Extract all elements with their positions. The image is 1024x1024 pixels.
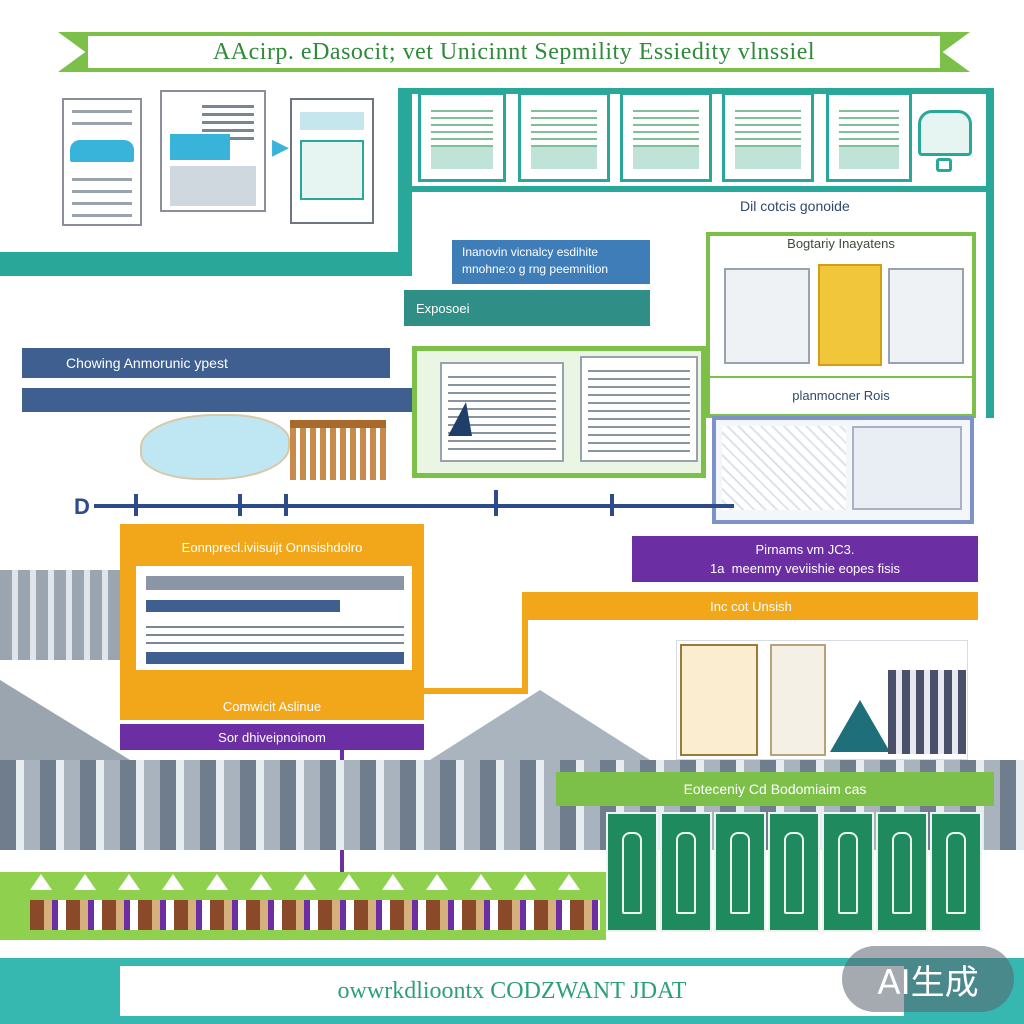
orange-panel-title: Eonnprecl.iviisuijt Onnsishdolro <box>181 540 363 555</box>
teal-frame-right <box>986 88 994 418</box>
roof-left <box>0 680 130 760</box>
footer-title: owwrkdlioontx CODZWANT JDAT <box>337 978 687 1004</box>
content-bar-1 <box>146 576 404 590</box>
blue-caption-box: Inanovin vicnalcy esdihite mnohne:o g rn… <box>452 240 650 284</box>
teal-frame-bottom <box>412 186 994 192</box>
map-detail-figures <box>852 426 962 510</box>
tile-5 <box>822 812 874 932</box>
orange-header-right: Inc cot Unsish <box>524 592 978 620</box>
monitor-icon <box>918 110 972 156</box>
timeline-tick-1 <box>134 494 138 516</box>
footer-inner <box>120 966 904 1016</box>
background-structure <box>0 570 120 660</box>
navy-label-bar: Chowing Anmorunic ypest <box>22 348 390 378</box>
tile-6 <box>876 812 928 932</box>
info-card-2 <box>518 92 610 182</box>
roof-center <box>430 690 650 760</box>
ai-watermark: AI生成 <box>842 946 1014 1012</box>
arrow-right-icon: ▶ <box>272 134 289 159</box>
navy-bar-second <box>22 388 416 412</box>
purple-bar-right: Pirnams vm JC3. 1a meenmy veviishie eope… <box>632 536 978 582</box>
timeline-tick-5 <box>610 494 614 516</box>
content-bar-2 <box>146 600 340 612</box>
teal-label-bar: Exposoei <box>404 290 650 326</box>
panel-image-1 <box>724 268 810 364</box>
panel-image-3 <box>888 268 964 364</box>
sailboat-icon <box>448 402 472 436</box>
illustration-frame-3 <box>888 670 966 754</box>
tile-3 <box>714 812 766 932</box>
teal-connector-upper <box>0 252 410 276</box>
tile-1 <box>606 812 658 932</box>
content-bar-3 <box>146 652 404 664</box>
economy-banner: Eoteceniy Cd Bodomiaim cas <box>556 772 994 806</box>
orange-connector-vert <box>522 592 528 694</box>
building-illustration <box>290 420 386 480</box>
timeline-tick-4 <box>494 490 498 516</box>
illustration-frame-1 <box>680 644 758 756</box>
caption-top-right: Dil cotcis gonoide <box>740 198 850 214</box>
mountain-icon <box>830 700 890 752</box>
tile-4 <box>768 812 820 932</box>
lake-illustration <box>140 414 290 480</box>
timeline-tick-3 <box>284 494 288 516</box>
content-lines <box>146 620 404 646</box>
crowd-strip <box>30 900 600 930</box>
info-card-4 <box>722 92 814 182</box>
info-card-1 <box>418 92 506 182</box>
title-banner: AAcirp. eDasocit; vet Unicinnt Sepmility… <box>58 32 970 72</box>
timeline-line <box>94 504 734 508</box>
panel-right-title: Bogtariy Inayatens <box>787 236 895 251</box>
teal-frame-top <box>398 88 994 94</box>
illustration-frame-2 <box>770 644 826 756</box>
info-card-5 <box>826 92 912 182</box>
purple-bar-left: Sor dhiveipnoinom <box>120 724 424 750</box>
teal-connector-vertical <box>398 88 412 276</box>
monitor-stand <box>936 158 952 172</box>
map-detail-strip <box>722 426 846 510</box>
commercial-bar: Comwicit Aslinue <box>120 692 424 720</box>
timeline-tick-2 <box>238 494 242 516</box>
document-thumbnail-1 <box>62 98 142 226</box>
document-thumbnail-3 <box>290 98 374 224</box>
center-doc-right <box>580 356 698 462</box>
phenomac-label: planmocner Rois <box>792 388 890 403</box>
tile-2 <box>660 812 712 932</box>
tents-row <box>30 874 600 896</box>
panel-image-2 <box>818 264 882 366</box>
timeline-start-marker: D <box>74 494 90 519</box>
tile-7 <box>930 812 982 932</box>
document-thumbnail-2 <box>160 90 266 212</box>
page-title: AAcirp. eDasocit; vet Unicinnt Sepmility… <box>88 36 940 68</box>
info-card-3 <box>620 92 712 182</box>
